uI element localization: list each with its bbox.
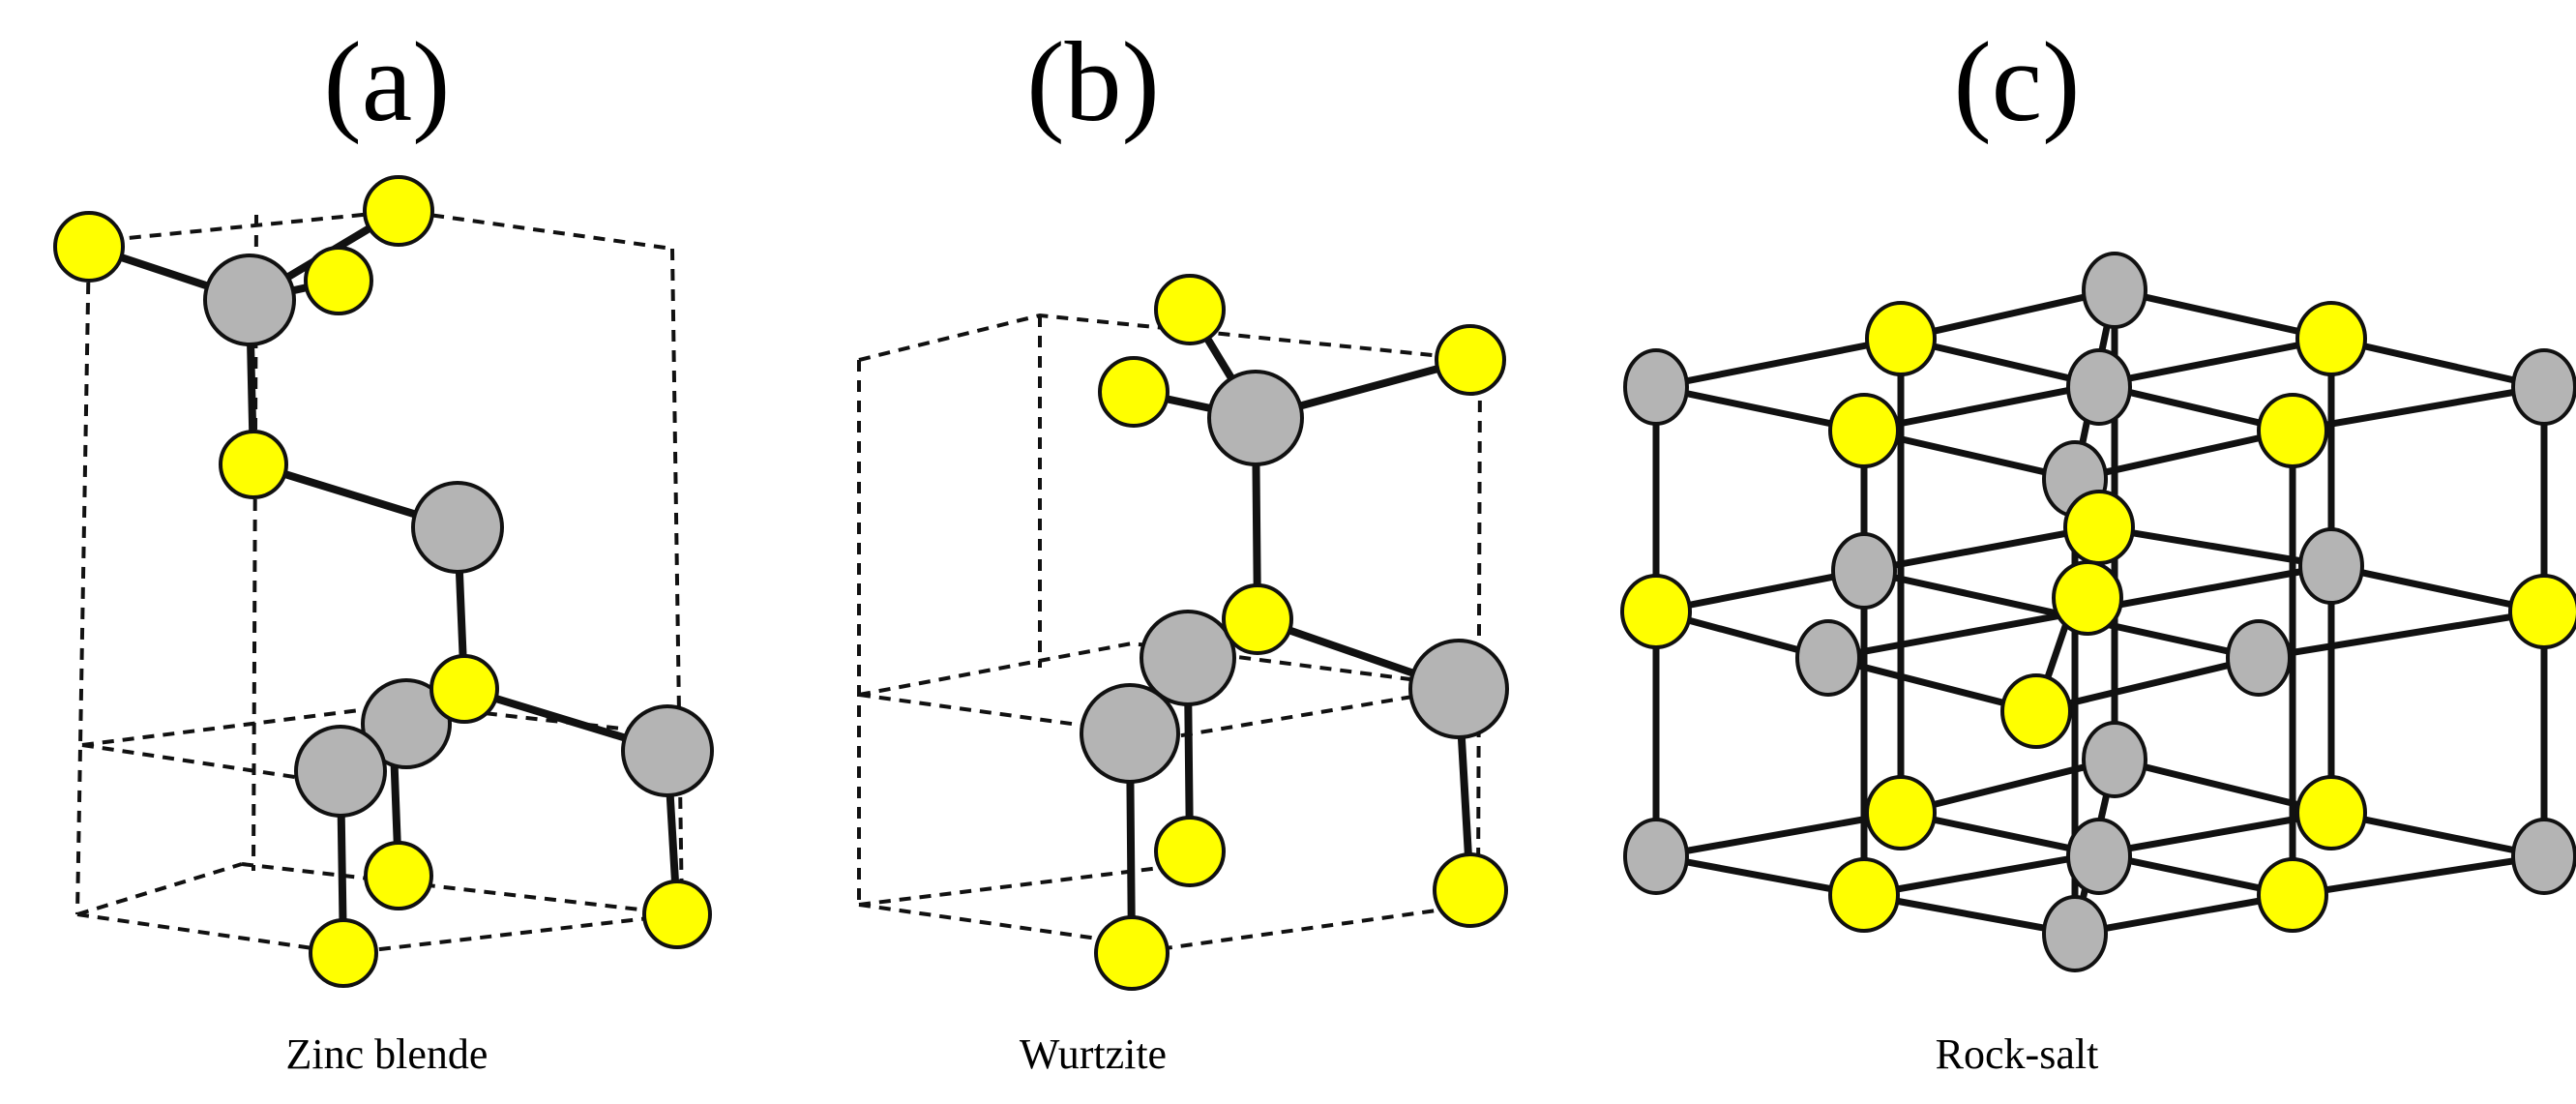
wurtzite-structure: [857, 274, 1509, 991]
anion-atom: [642, 880, 712, 949]
cation-atom: [2042, 895, 2108, 972]
anion-atom: [309, 918, 378, 988]
panel-letter-a: (a): [323, 18, 451, 145]
anion-atom: [1154, 274, 1226, 345]
anion-atom: [364, 841, 433, 910]
cation-atom: [1080, 683, 1180, 784]
cation-atom: [361, 678, 452, 769]
anion-atom: [1828, 857, 1900, 933]
panel-wurtzite: (b): [851, 0, 1586, 1104]
anion-atom: [1620, 574, 1692, 649]
zinc-blende-cell-outline: [75, 208, 684, 956]
anion-atom: [363, 175, 434, 247]
anion-atom: [2508, 574, 2576, 649]
cation-atom: [2066, 348, 2132, 426]
anion-atom: [2295, 301, 2367, 376]
cation-atom: [2082, 721, 2147, 798]
cation-atom: [1207, 370, 1304, 466]
cation-atom: [2226, 619, 2292, 697]
cation-atom: [2511, 348, 2576, 426]
anion-atom: [2257, 393, 2328, 468]
panel-letter-b: (b): [1026, 18, 1160, 145]
cation-atom: [1140, 610, 1236, 706]
cation-atom: [203, 254, 296, 346]
cation-atom: [2511, 818, 2576, 895]
anion-atom: [429, 654, 499, 724]
cation-atom: [2082, 252, 2147, 329]
cation-atom: [621, 704, 714, 797]
cation-atom: [1795, 619, 1861, 697]
anion-atom: [1222, 583, 1293, 655]
anion-atom: [1094, 915, 1170, 991]
cation-atom: [1408, 639, 1509, 739]
panel-caption-b: Wurtzite: [1019, 1030, 1168, 1078]
cation-atom: [1623, 818, 1689, 895]
cation-atom: [411, 481, 504, 574]
zinc-blende-atoms: [53, 175, 714, 988]
anion-atom: [1865, 775, 1937, 850]
cation-atom: [1831, 532, 1897, 610]
cation-atom: [2066, 818, 2132, 895]
anion-atom: [2063, 490, 2135, 565]
cation-atom: [294, 725, 387, 818]
anion-atom: [1154, 816, 1226, 887]
anion-atom: [1828, 393, 1900, 468]
panel-caption-a: Zinc blende: [285, 1030, 489, 1078]
cation-atom: [1623, 348, 1689, 426]
panel-zinc-blende: (a): [0, 0, 851, 1104]
anion-atom: [1098, 356, 1170, 428]
anion-atom: [1433, 852, 1508, 928]
panel-rock-salt: (c): [1586, 0, 2576, 1104]
anion-atom: [2000, 673, 2072, 749]
anion-atom: [1865, 301, 1937, 376]
anion-atom: [2052, 560, 2123, 636]
cation-atom: [2298, 527, 2364, 605]
zinc-blende-bonds: [85, 207, 681, 957]
zinc-blende-structure: [53, 175, 714, 988]
panel-caption-c: Rock-salt: [1935, 1030, 2099, 1078]
rock-salt-structure: [1620, 252, 2576, 972]
anion-atom: [2257, 857, 2328, 933]
anion-atom: [1435, 324, 1506, 396]
anion-atom: [2295, 775, 2367, 850]
anion-atom: [53, 211, 125, 283]
panel-letter-c: (c): [1953, 18, 2081, 145]
rock-salt-atoms: [1620, 252, 2576, 972]
wurtzite-atoms: [1080, 274, 1509, 991]
anion-atom: [304, 246, 373, 315]
anion-atom: [219, 430, 288, 499]
